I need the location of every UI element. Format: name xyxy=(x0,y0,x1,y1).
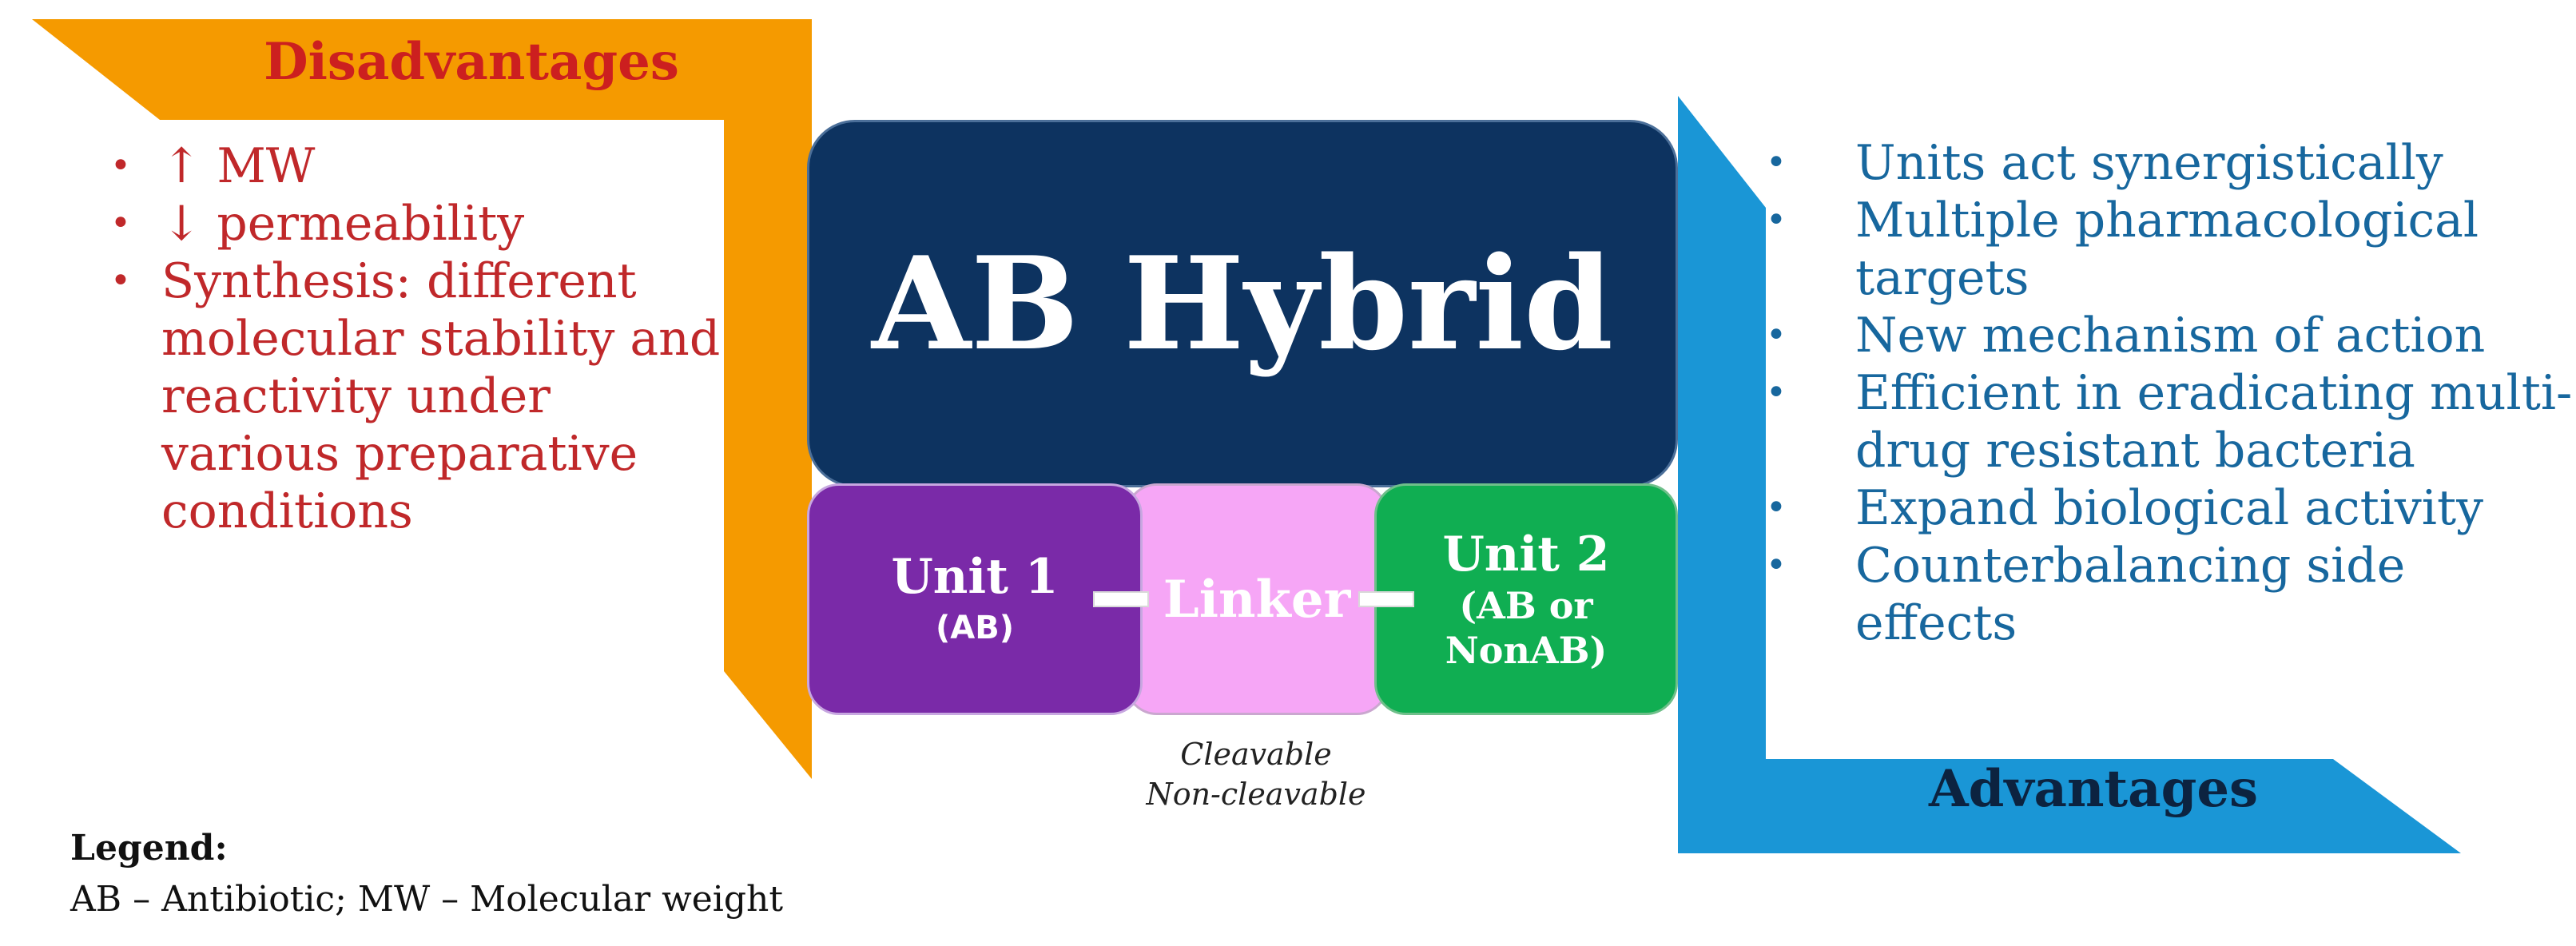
legend-text: AB – Antibiotic; MW – Molecular weight xyxy=(70,879,784,920)
advantage-item: Multiple pharmacological targets xyxy=(1758,192,2576,307)
advantages-arrow xyxy=(1678,96,2461,853)
unit1-box: Unit 1 (AB) xyxy=(807,483,1143,715)
disadvantage-item: Synthesis: different molecular stability… xyxy=(88,252,727,540)
advantage-item: Counterbalancing side effects xyxy=(1758,537,2576,652)
unit2-box: Unit 2 (AB or NonAB) xyxy=(1374,483,1678,715)
advantage-item: New mechanism of action xyxy=(1758,307,2576,364)
disadvantages-arrow xyxy=(32,19,812,779)
linker-label: Linker xyxy=(1163,569,1351,630)
disadvantages-title: Disadvantages xyxy=(264,32,679,92)
advantages-list: Units act synergistically Multiple pharm… xyxy=(1758,134,2576,652)
linker-caption-cleavable: Cleavable xyxy=(1180,737,1332,772)
linker-caption-non-cleavable: Non-cleavable xyxy=(1146,777,1366,812)
linker-bond-left xyxy=(1093,591,1149,607)
legend-title: Legend: xyxy=(70,828,228,868)
advantage-item: Expand biological activity xyxy=(1758,479,2576,537)
disadvantage-item: ↓ permeability xyxy=(88,195,727,252)
disadvantage-item: ↑ MW xyxy=(88,137,727,195)
advantages-title: Advantages xyxy=(1928,759,2259,819)
unit2-name: Unit 2 xyxy=(1442,527,1610,582)
unit1-name: Unit 1 xyxy=(891,549,1059,605)
ab-hybrid-box: AB Hybrid xyxy=(807,120,1678,487)
linker-box: Linker xyxy=(1125,483,1389,715)
unit2-sub: (AB or NonAB) xyxy=(1445,584,1608,672)
unit1-sub: (AB) xyxy=(935,610,1014,646)
disadvantages-list: ↑ MW ↓ permeability Synthesis: different… xyxy=(88,137,727,540)
advantage-item: Units act synergistically xyxy=(1758,134,2576,192)
ab-hybrid-title: AB Hybrid xyxy=(871,229,1614,379)
advantage-item: Efficient in eradicating multi-drug resi… xyxy=(1758,364,2576,479)
linker-bond-right xyxy=(1358,591,1414,607)
